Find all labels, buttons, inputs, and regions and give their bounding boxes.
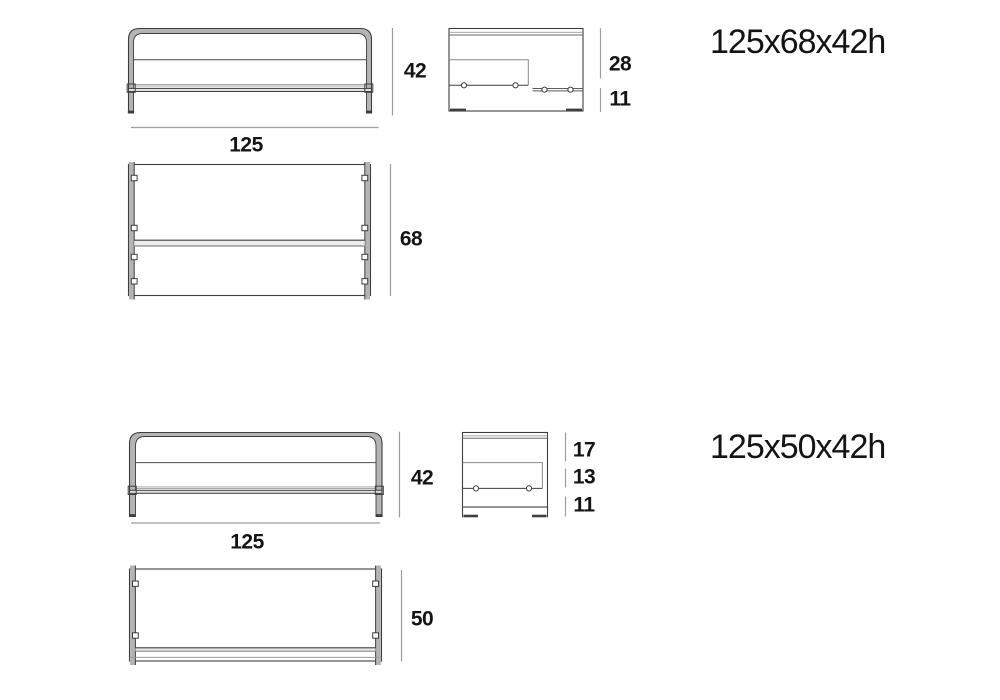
plan-clip-left-1 [130,174,138,182]
plan-shelf-band-fill [134,240,365,246]
shelf-bracket-left [127,485,137,496]
shelf-knob-2 [567,86,574,93]
frame-fill [129,432,382,517]
plan-clip-left-1 [132,580,139,587]
plan-body [128,568,383,662]
shelf-knob-1 [541,86,548,93]
drawer-knob-2 [512,82,519,89]
shelf-slab [128,87,372,93]
plan-clip-left-3 [130,253,138,261]
foot-left [127,110,135,114]
side-body [461,431,549,508]
plan-clip-right-3 [361,253,369,261]
dim-label-upper-v1: 28 [608,52,632,76]
front-view-125x50 [127,431,384,517]
plan-clip-left-2 [130,224,138,232]
plan-view-125x68 [127,162,372,300]
foot-right [365,110,373,114]
plan-shelf-band-fill [135,647,376,652]
side-view-125x50 [461,431,549,518]
plan-clip-right-2 [372,632,380,639]
drawer-knob-2 [525,485,533,492]
dim-label-lower-v2: 11 [573,493,595,517]
shelf-slab [129,489,383,494]
shelf-bracket-right [374,485,384,496]
plan-clip-right-1 [372,580,380,587]
plan-view-125x50 [128,565,383,665]
variant-title-2: 125x50x42h [710,428,886,466]
frame-outer-outline [128,431,383,517]
drawer-knob-1 [460,82,468,89]
frame-inner-outline [133,33,367,114]
dim-label-upper-v2: 17 [572,438,596,461]
front-view-125x68 [126,27,374,114]
dim-label-height-v2: 42 [410,466,434,489]
plan-rail-left [130,565,136,665]
plan-body [127,163,372,297]
frame-fill [128,28,372,114]
shelf-bracket-right [364,83,374,93]
frame-outer-outline [127,27,373,114]
drawer-outline [449,59,529,86]
dim-label-middle-v2: 13 [572,465,596,488]
dim-label-lower-v1: 11 [609,87,631,111]
dim-label-width-v1: 125 [229,133,263,157]
plan-clip-left-4 [130,278,138,285]
dim-label-width-v2: 125 [230,530,264,553]
drawer-knob-1 [472,485,480,492]
foot-right [376,514,383,517]
plan-clip-left-2 [132,632,139,639]
dim-label-depth-v2: 50 [410,607,434,630]
side-view-125x68 [448,27,584,112]
shelf-bracket-left [126,83,136,93]
plan-clip-right-4 [361,278,369,285]
plan-clip-right-2 [361,224,369,232]
drawer-outline [462,462,543,489]
plan-clip-right-1 [361,174,369,182]
foot-left [129,514,136,517]
dim-label-height-v1: 42 [403,59,427,82]
plan-rail-right [375,565,381,665]
dim-label-depth-v1: 68 [399,227,423,250]
side-body [448,27,584,112]
frame-inner-outline [135,436,377,517]
variant-title-1: 125x68x42h [710,23,886,61]
